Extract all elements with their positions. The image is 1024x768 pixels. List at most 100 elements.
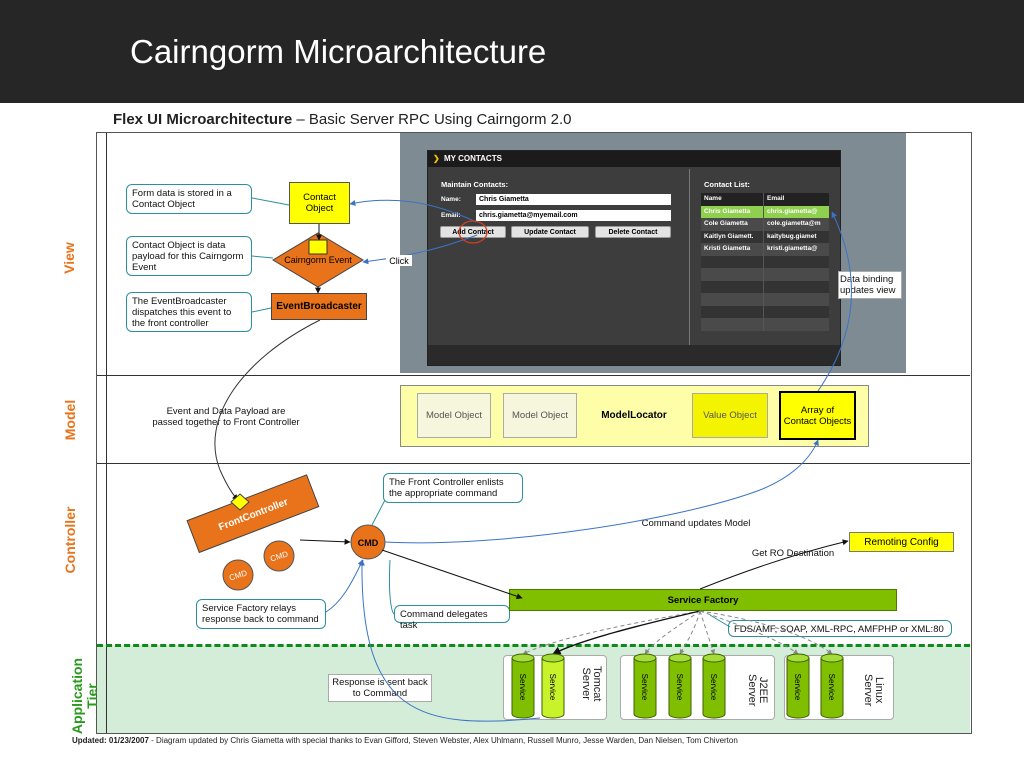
data-binding-line1: Data binding	[840, 274, 894, 285]
service-cylinder: Service	[668, 653, 692, 719]
service-cylinder: Service	[633, 653, 657, 719]
arrow-command-updates-model	[384, 439, 819, 544]
arrow-relays-response	[325, 559, 364, 613]
arrow-to-service	[552, 610, 701, 655]
contact-object-line2: Object	[305, 203, 334, 214]
cmd-label-main: CMD	[358, 538, 379, 548]
tier-divider-model-controller	[97, 463, 970, 464]
table-row-empty	[701, 268, 829, 281]
value-object-box: Value Object	[692, 393, 768, 438]
dashed-to-service	[679, 610, 701, 655]
dashed-to-service	[699, 610, 799, 655]
column-header-name: Name	[701, 193, 764, 206]
table-row-empty	[701, 305, 829, 318]
service-cylinder: Service	[541, 653, 565, 719]
array-line1: Array of	[800, 404, 835, 416]
service-label: Service	[709, 674, 718, 701]
arrow-click-to-event	[362, 234, 478, 265]
service-cylinder: Service	[820, 653, 844, 719]
table-row[interactable]: Kristi Giametta kristi.giametta@	[701, 243, 829, 256]
connector-protocols-note	[709, 614, 731, 628]
connector-enlists-callout	[371, 499, 386, 526]
service-cylinder: Service	[702, 653, 726, 719]
protocols-note: FDS/AMF, SOAP, XML-RPC, AMFPHP or XML:80	[728, 620, 952, 637]
dashed-to-service	[699, 610, 833, 655]
service-label: Service	[675, 674, 684, 701]
table-row-empty	[701, 318, 829, 331]
click-label-bg	[386, 255, 412, 266]
event-broadcaster-box: EventBroadcaster	[271, 293, 367, 320]
service-label: Service	[548, 674, 557, 701]
arrow-broadcaster-to-frontcontroller	[214, 319, 321, 501]
callout-form-data: Form data is stored in a Contact Object	[126, 184, 252, 214]
command-updates-model-note: Command updates Model	[641, 518, 751, 529]
array-line2: Contact Objects	[783, 415, 852, 427]
connector-form-callout	[251, 197, 290, 206]
app-footer-bar	[428, 345, 840, 365]
connector-broadcaster-callout	[251, 307, 272, 313]
subtitle-rest: – Basic Server RPC Using Cairngorm 2.0	[292, 111, 572, 128]
table-row-empty	[701, 280, 829, 293]
payload-note-line1: Event and Data Payload are	[166, 406, 286, 417]
name-field[interactable]: Chris Giametta	[476, 194, 671, 205]
slide-header: Cairngorm Microarchitecture	[0, 0, 1024, 103]
add-contact-button[interactable]: Add Contact	[440, 226, 506, 238]
update-contact-button[interactable]: Update Contact	[511, 226, 589, 238]
maintain-contacts-heading: Maintain Contacts:	[441, 180, 509, 189]
app-panel-divider	[689, 169, 690, 345]
arrow-frontcontroller-to-cmd	[299, 538, 351, 545]
footer-text: - Diagram updated by Chris Giametta with…	[148, 736, 738, 745]
service-label: Service	[793, 674, 802, 701]
arrow-click-to-object	[349, 199, 477, 223]
contact-list-table: Name Email Chris Giametta chris.giametta…	[701, 193, 829, 331]
column-header-email: Email	[767, 195, 785, 202]
tier-divider-vertical	[106, 133, 107, 733]
arrow-cmd-to-service-factory	[381, 549, 523, 600]
app-title: MY CONTACTS	[444, 154, 502, 163]
delete-contact-button[interactable]: Delete Contact	[595, 226, 671, 238]
service-factory-box: Service Factory	[509, 589, 897, 611]
table-row-empty	[701, 293, 829, 306]
email-field[interactable]: chris.giametta@myemail.com	[476, 210, 671, 221]
callout-event-broadcaster: The EventBroadcaster dispatches this eve…	[126, 292, 252, 332]
table-row[interactable]: Cole Giametta cole.giametta@m	[701, 218, 829, 231]
event-payload-square	[308, 239, 328, 255]
array-of-contacts-box: Array of Contact Objects	[779, 391, 856, 440]
footer-updated: Updated: 01/23/2007	[72, 736, 149, 745]
click-highlight-circle	[458, 220, 488, 244]
contact-object-box: Contact Object	[289, 182, 350, 224]
table-cell-email: kaitybug.giamet	[767, 232, 817, 240]
table-cell-email: cole.giametta@m	[767, 220, 821, 227]
table-row[interactable]: Chris Giametta chris.giametta@	[701, 205, 829, 218]
table-cell-name: Kaitlyn Giamett.	[701, 230, 764, 243]
remoting-config-box: Remoting Config	[849, 532, 954, 552]
get-ro-destination-note: Get RO Destination	[751, 548, 835, 559]
email-label: Email:	[441, 212, 461, 219]
click-label: Click	[389, 256, 409, 266]
table-header-row: Name Email	[701, 193, 829, 206]
diagram-frame	[96, 132, 972, 734]
response-note: Response is sent back to Command	[328, 674, 432, 702]
response-line2: to Command	[352, 688, 408, 699]
model-object-box: Model Object	[417, 393, 491, 438]
front-controller-shape: FrontController	[186, 474, 320, 554]
callout-front-controller-enlists: The Front Controller enlists the appropr…	[383, 473, 523, 503]
callout-command-delegates: Command delegates task	[394, 605, 510, 631]
connector-event-callout	[251, 255, 274, 259]
table-row[interactable]: Kaitlyn Giamett. kaitybug.giamet	[701, 230, 829, 243]
cmd-circle-small	[263, 540, 295, 572]
model-object-box: Model Object	[503, 393, 577, 438]
arrow-get-ro-destination	[699, 539, 849, 590]
cairngorm-event-label: Cairngorm Event	[284, 255, 352, 265]
table-cell-name: Chris Giametta	[701, 205, 764, 218]
dashed-to-service	[644, 610, 701, 655]
subtitle-bold: Flex UI Microarchitecture	[113, 111, 293, 128]
app-title-bar: ❯ MY CONTACTS	[428, 151, 840, 167]
dashed-to-service	[699, 610, 715, 655]
service-label: Service	[827, 674, 836, 701]
contact-list-heading: Contact List:	[704, 180, 750, 189]
arrow-response-to-command	[358, 559, 541, 722]
table-cell-name: Kristi Giametta	[701, 243, 764, 256]
callout-contact-object-payload: Contact Object is data payload for this …	[126, 236, 252, 276]
